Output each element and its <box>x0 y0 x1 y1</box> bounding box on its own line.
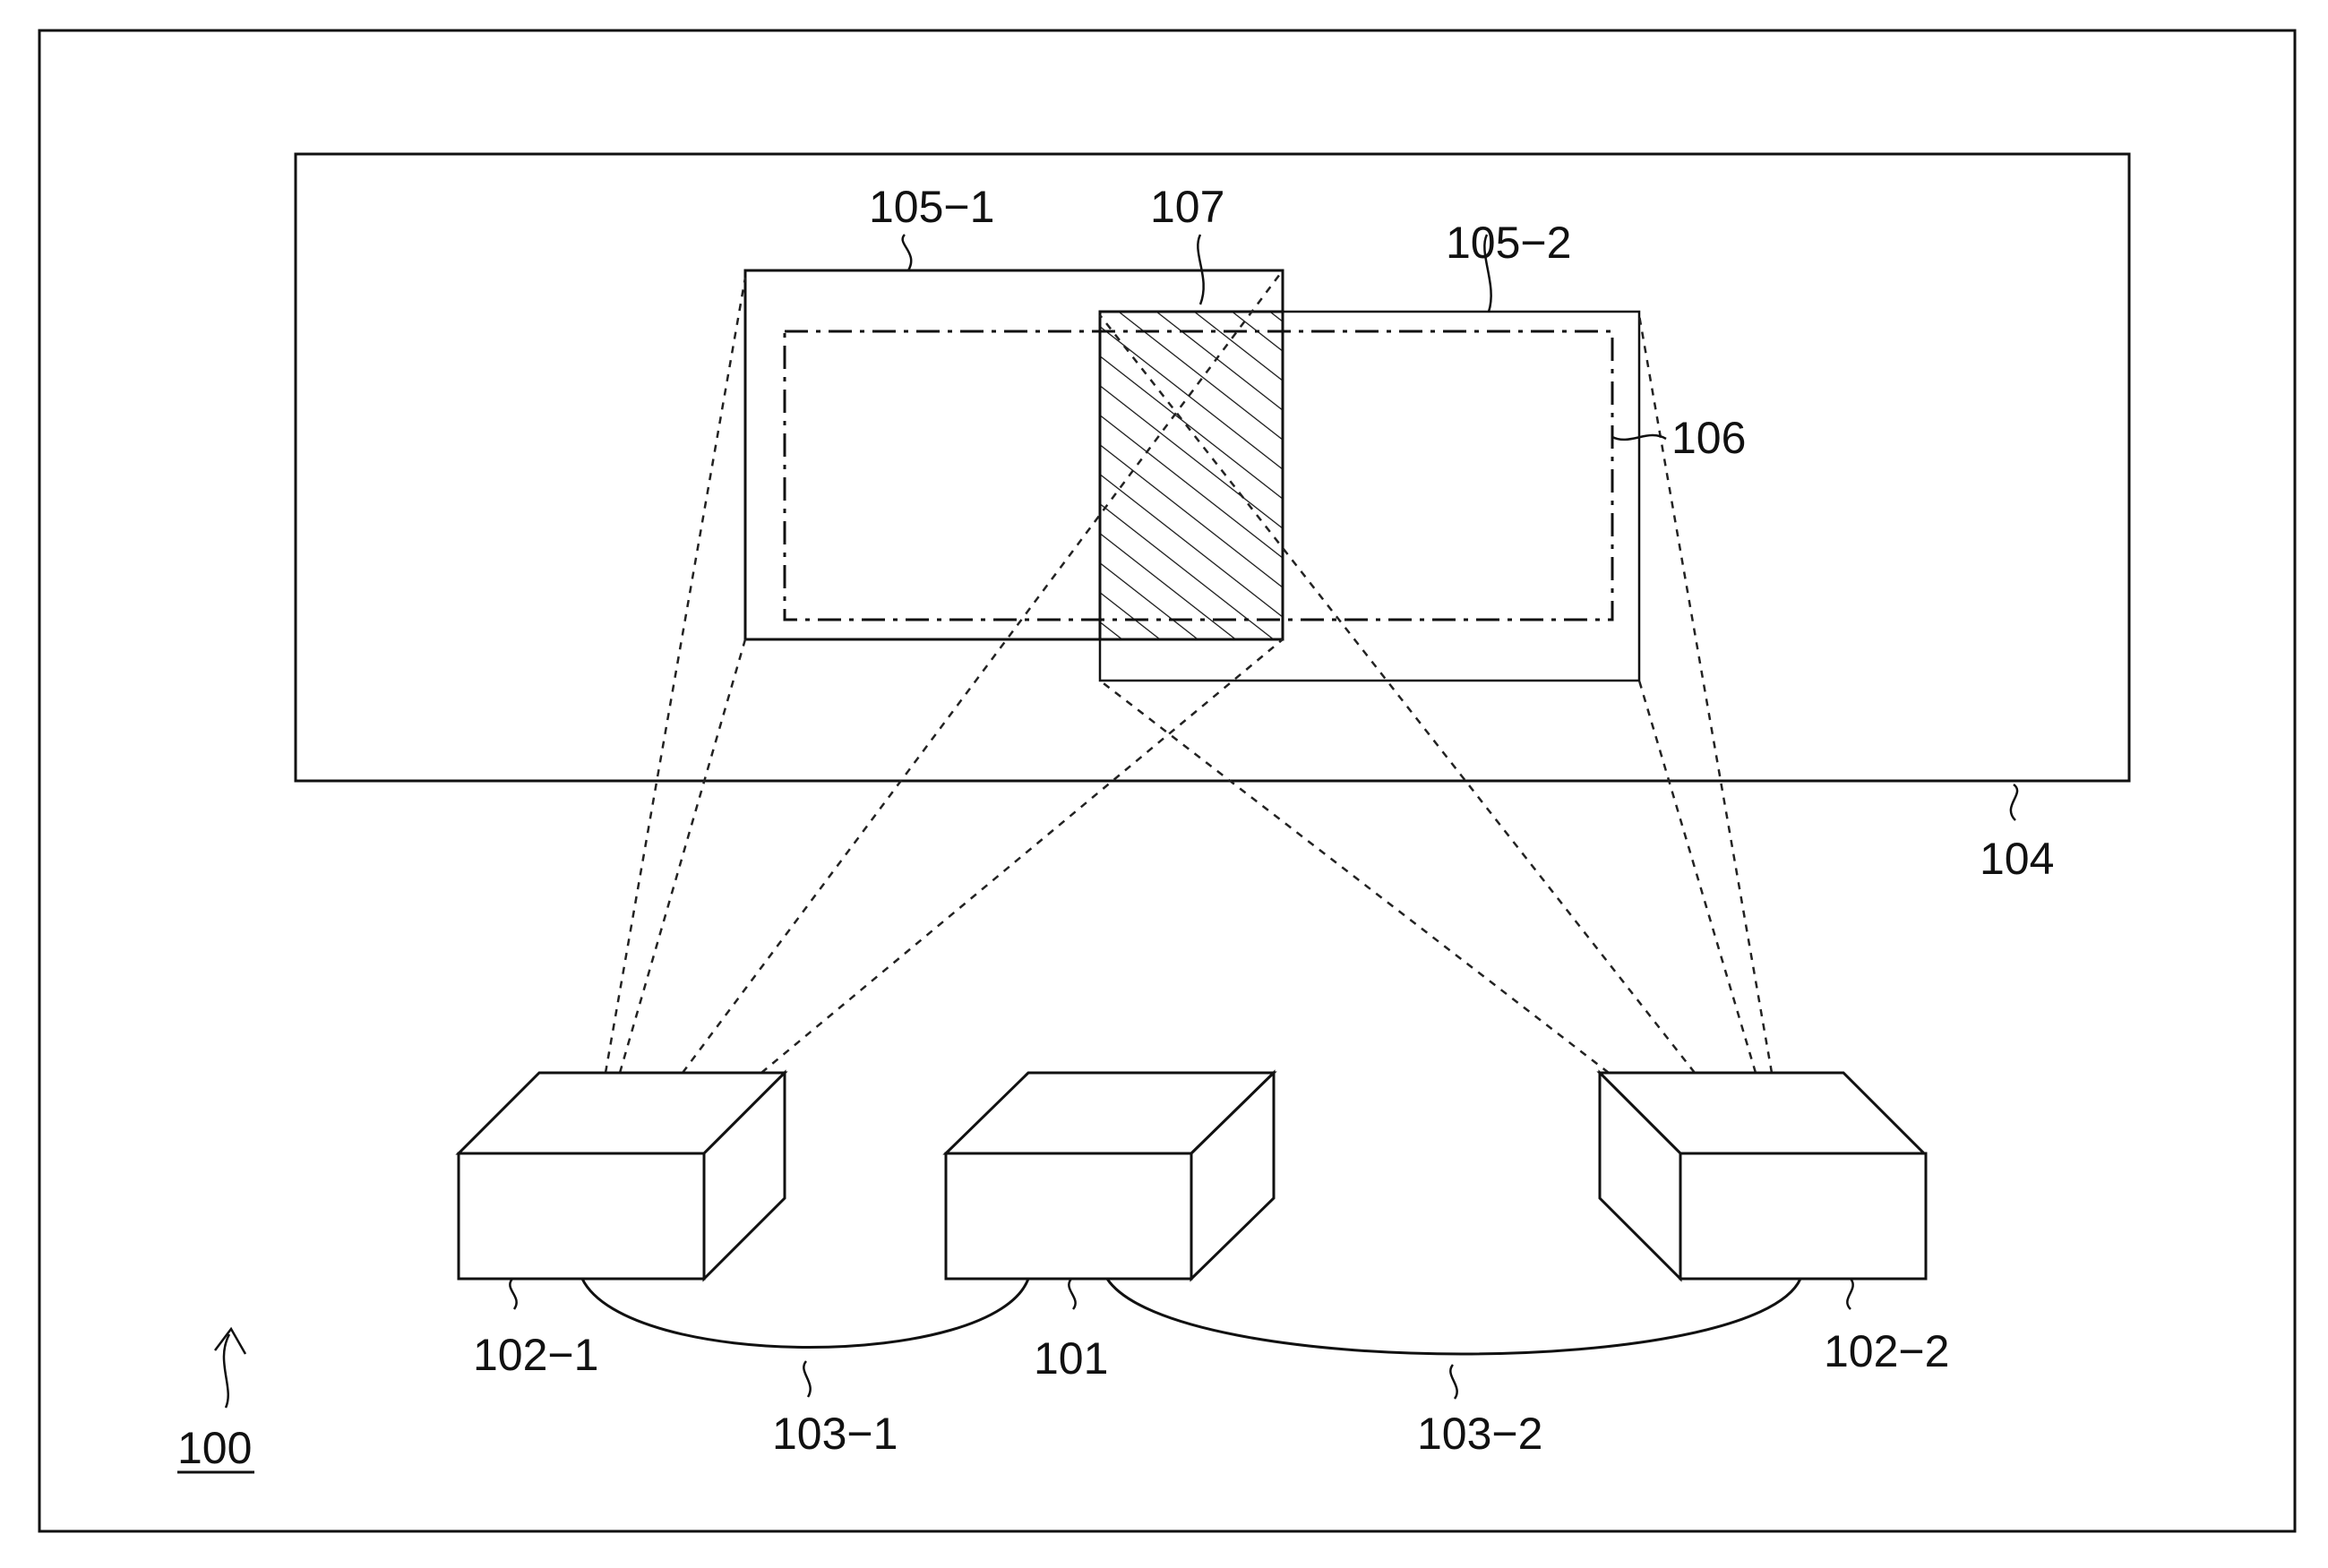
controller-101 <box>946 1073 1274 1279</box>
label-projection-area-105-1: 105−1 <box>869 182 994 232</box>
projector-102-1 <box>459 1073 785 1279</box>
cable-103-2 <box>1107 1279 1800 1354</box>
label-cable-103-1: 103−1 <box>772 1409 898 1459</box>
label-projector-102-1: 102−1 <box>473 1330 598 1380</box>
label-screen-104: 104 <box>1980 834 2054 884</box>
overlap-area-107 <box>1100 312 1283 639</box>
projector-102-2 <box>1600 1073 1926 1279</box>
label-projection-area-105-2: 105−2 <box>1446 218 1571 268</box>
cable-103-1 <box>582 1279 1028 1348</box>
label-projector-102-2: 102−2 <box>1824 1326 1949 1376</box>
label-controller-101: 101 <box>1034 1333 1108 1384</box>
label-system-100: 100 <box>177 1423 252 1473</box>
label-overlap-area-107: 107 <box>1150 182 1224 232</box>
label-cable-103-2: 103−2 <box>1417 1409 1542 1459</box>
label-combined-area-106: 106 <box>1671 413 1746 463</box>
arrow-100-head <box>215 1329 245 1354</box>
